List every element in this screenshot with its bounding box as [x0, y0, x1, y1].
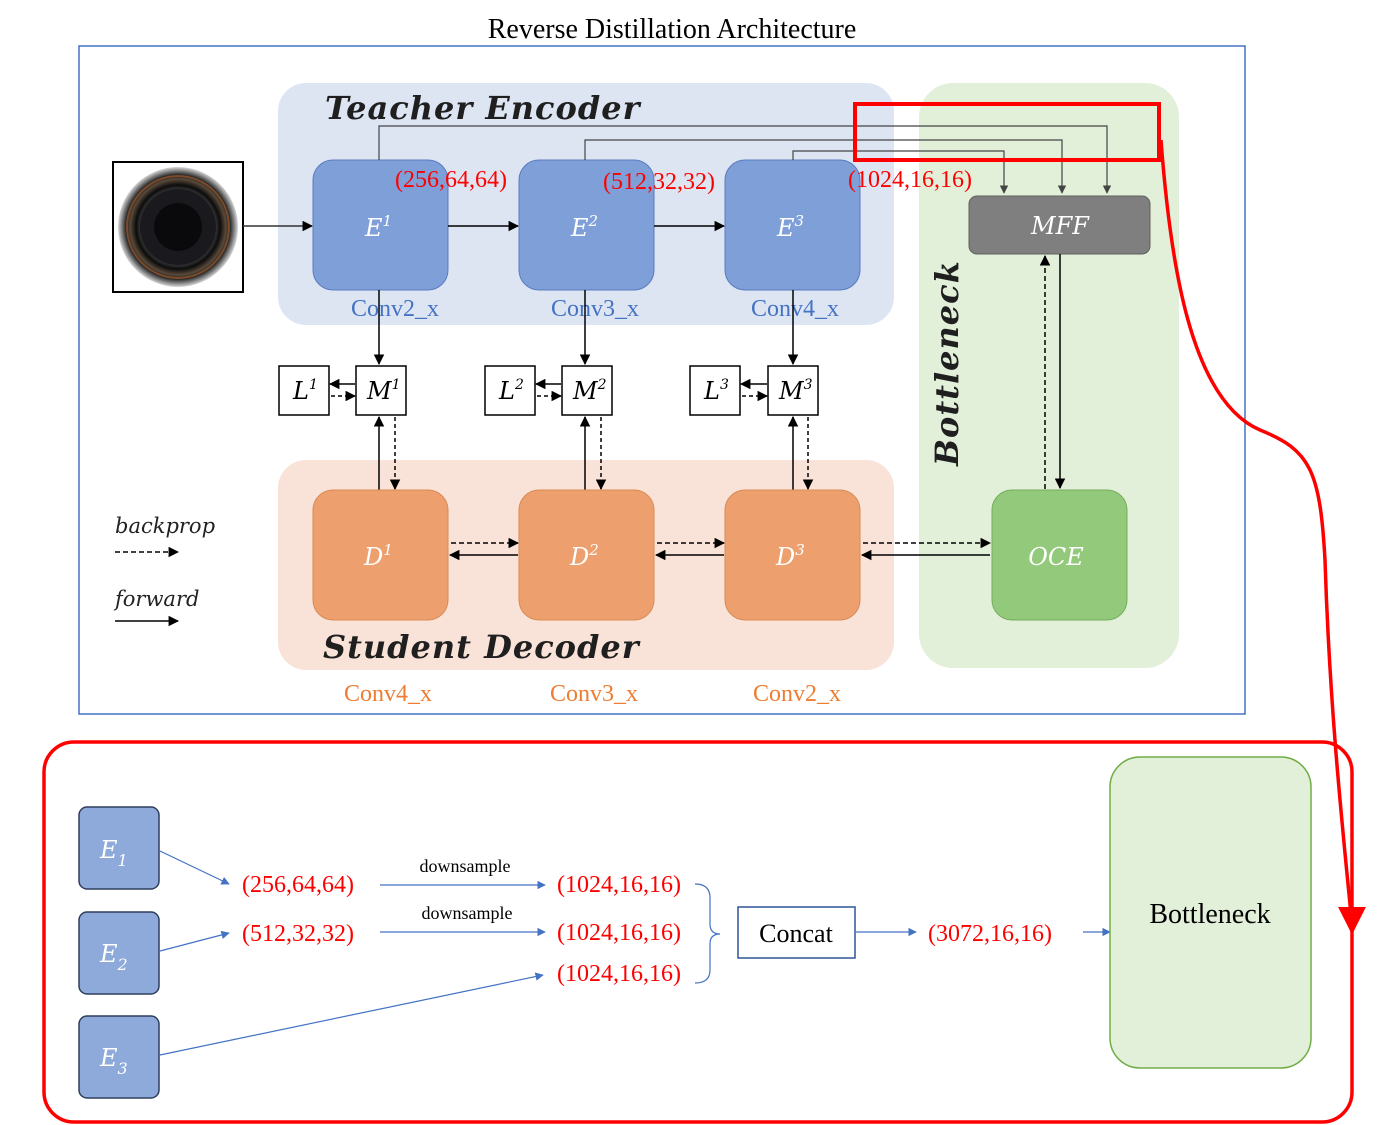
- loss-l3-box: [689, 365, 741, 416]
- detail-e2-arrow: [159, 930, 230, 952]
- d2-conv-label: Conv3_x: [550, 681, 638, 707]
- e1-dim-label: (256,64,64): [395, 167, 507, 193]
- loss-l2-label: L2: [498, 377, 524, 405]
- detail-concat-label: Concat: [759, 919, 833, 948]
- detail-e3-label: E3: [99, 1044, 128, 1078]
- loss-l1-label: L1: [292, 377, 318, 405]
- teacher-encoder-title: Teacher Encoder: [325, 89, 642, 127]
- diagram-title: Reverse Distillation Architecture: [488, 14, 857, 45]
- e2-conv-label: Conv3_x: [551, 296, 639, 322]
- decoder-d2-label: D2: [569, 541, 599, 571]
- e2-to-mff-line: [584, 139, 1067, 194]
- detail-e1-box: [78, 806, 160, 890]
- detail-out-1: (1024,16,16): [557, 872, 681, 898]
- e3-to-mff-line: [792, 150, 1009, 194]
- input-image: [112, 161, 244, 293]
- detail-e3-box: [78, 1015, 160, 1099]
- e2-dim-label: (512,32,32): [603, 169, 715, 195]
- detail-bottleneck-box: [1109, 756, 1312, 1069]
- encoder-e2-label: E2: [570, 212, 598, 242]
- detail-downsample-2-label: downsample: [422, 903, 513, 923]
- detail-e3-arrow: [159, 972, 544, 1056]
- e3-dim-label: (1024,16,16): [848, 167, 972, 193]
- loss-l2-box: [484, 365, 536, 416]
- detail-e2-dim: (512,32,32): [242, 921, 354, 947]
- d1-conv-label: Conv4_x: [344, 681, 432, 707]
- oce-block: [991, 489, 1128, 621]
- detail-concat-box: [737, 906, 856, 959]
- map-m2-box: [561, 365, 613, 416]
- detail-out-3: (1024,16,16): [557, 961, 681, 987]
- encoder-e3-label: E3: [776, 212, 804, 242]
- encoder-e1: [312, 159, 449, 291]
- top-frame: [78, 45, 1246, 715]
- detail-e1-dim: (256,64,64): [242, 872, 354, 898]
- decoder-d2: [518, 489, 655, 621]
- detail-out-2: (1024,16,16): [557, 920, 681, 946]
- d3-conv-label: Conv2_x: [753, 681, 841, 707]
- encoder-e1-label: E1: [364, 212, 392, 242]
- loss-l1-box: [278, 365, 330, 416]
- detail-downsample-1-label: downsample: [420, 856, 511, 876]
- detail-frame: [42, 740, 1354, 1124]
- highlight-box: [853, 102, 1161, 162]
- detail-concat-brace: [694, 883, 721, 984]
- decoder-d3: [724, 489, 861, 621]
- detail-e1-arrow: [159, 850, 230, 885]
- detail-bottleneck-label: Bottleneck: [1149, 899, 1270, 930]
- map-m1-label: M1: [366, 377, 401, 405]
- map-m3-label: M3: [778, 377, 813, 405]
- decoder-d1-label: D1: [363, 541, 393, 571]
- detail-e2-label: E2: [99, 940, 128, 974]
- detail-e2-box: [78, 911, 160, 995]
- detail-e1-label: E1: [99, 836, 128, 870]
- decoder-d1: [312, 489, 449, 621]
- e1-conv-label: Conv2_x: [351, 296, 439, 322]
- bottleneck-vertical-title: Bottleneck: [928, 260, 966, 467]
- mff-label: MFF: [1030, 212, 1090, 240]
- detail-concat-out: (3072,16,16): [928, 921, 1052, 947]
- loss-l3-label: L3: [703, 377, 729, 405]
- e3-conv-label: Conv4_x: [751, 296, 839, 322]
- oce-label: OCE: [1028, 543, 1084, 571]
- map-m2-label: M2: [572, 377, 607, 405]
- student-decoder-title: Student Decoder: [323, 628, 641, 666]
- map-m3-box: [767, 365, 819, 416]
- map-m1-box: [355, 365, 407, 416]
- highlight-connector-curve: [1159, 139, 1354, 926]
- legend-backprop-label: backprop: [115, 514, 215, 538]
- decoder-d3-label: D3: [775, 541, 805, 571]
- legend-forward-label: forward: [113, 587, 199, 611]
